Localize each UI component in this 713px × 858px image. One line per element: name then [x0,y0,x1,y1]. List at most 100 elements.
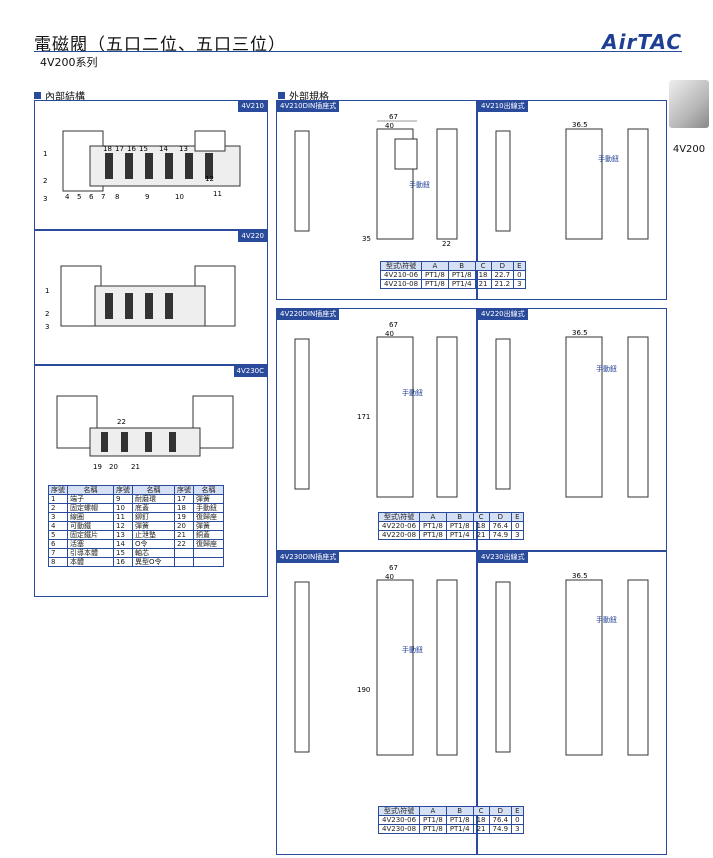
svg-text:10: 10 [175,193,184,201]
spec-table-cell: PT1/8 [447,270,476,280]
parts-table-cell: 20 [174,521,194,531]
manual-label: 手動鈕 [402,645,423,654]
spec-header-cell: D [488,512,513,522]
svg-text:21: 21 [131,463,140,471]
parts-table-cell: 4 [48,521,68,531]
spec-table-cell: 0 [511,521,524,531]
parts-table-cell: 10 [113,503,133,513]
drawing-4v220-din: 67 40 手動鈕 171 [294,321,458,498]
panel-4v220-wire: 4V220出線式 36.5 手動鈕 [477,308,667,551]
panel-title: 4V230DIN插座式 [277,552,340,563]
parts-table-cell [174,548,194,558]
parts-table-header-row: 序號 名稱 序號 名稱 序號 名稱 [48,485,224,495]
spec-table-cell: PT1/8 [419,815,447,825]
parts-table-cell [174,557,194,567]
svg-text:3: 3 [43,195,47,203]
spec-table-cell: 0 [511,815,524,825]
parts-table-cell: 止泄墊 [132,530,175,540]
parts-table-cell: O令 [132,539,175,549]
spec-header-cell: 型式\符號 [377,512,421,522]
parts-table-cell: 固定螺帽 [67,503,114,513]
parts-header-cell: 名稱 [132,485,175,495]
spec-table-cell: 4V220-06 [377,521,421,531]
svg-text:12: 12 [205,175,214,183]
dim-67: 67 [389,321,398,329]
parts-table-cell: 18 [174,503,194,513]
svg-text:2: 2 [45,310,49,318]
spec-header-cell: C [472,806,490,816]
parts-table-cell: 5 [48,530,68,540]
spec-header-cell: A [419,512,447,522]
parts-table-cell: 鉚釘 [132,512,175,522]
internal-4v220-drawing: 123 [45,265,236,331]
panel-4v220-din: 4V220DIN插座式 67 40 手動鈕 171 [276,308,477,551]
spec-header-cell: 型式\符號 [379,261,423,271]
internal-section-label: 內部結構 [45,92,85,103]
parts-table-cell: 21 [174,530,194,540]
spec-header-cell: D [488,806,513,816]
svg-text:13: 13 [179,145,188,153]
spec-table-cell: PT1/8 [421,279,449,289]
parts-table-cell: 8 [48,557,68,567]
spec-header-cell: 型式\符號 [377,806,421,816]
panel-title: 4V220出線式 [478,309,528,320]
drawing-4v230-din: 67 40 手動鈕 190 [294,564,458,756]
spec-header-cell: A [421,261,449,271]
svg-text:1: 1 [45,287,49,295]
parts-header-cell: 序號 [48,485,68,495]
panel-4v230-din: 4V230DIN插座式 67 40 手動鈕 190 [276,551,477,855]
manual-label: 手動鈕 [596,615,617,624]
spec-table-cell: 76.4 [488,815,513,825]
dim-35: 35 [362,235,371,243]
svg-text:17: 17 [115,145,124,153]
tag-4v220: 4V220 [238,231,267,242]
spec-table-cell: PT1/8 [445,521,474,531]
svg-text:7: 7 [101,193,105,201]
manual-label: 手動鈕 [409,180,430,189]
header-rule [34,51,682,52]
parts-table-cell: 9 [113,494,133,504]
spec-table-cell: 21 [472,824,490,834]
spec-header-cell: E [511,512,524,522]
parts-table-cell: 本體 [67,557,114,567]
spec-header-cell: B [445,806,474,816]
parts-table-cell: 手動鈕 [193,503,224,513]
parts-table-cell: 端子 [67,494,114,504]
parts-table-cell: 3 [48,512,68,522]
spec-table-cell: 21.2 [490,279,515,289]
parts-table-cell [193,548,224,558]
model-label: 4V200 [672,144,706,155]
svg-text:8: 8 [115,193,119,201]
parts-header-cell: 名稱 [193,485,224,495]
tag-4v230c: 4V230C [233,366,267,377]
spec-table-cell: 4V210-08 [379,279,423,289]
panel-title: 4V230出線式 [478,552,528,563]
parts-table-cell: 異型O令 [132,557,175,567]
external-section-heading: 外部規格 [278,88,329,103]
spec-table-cell: PT1/4 [445,824,474,834]
dim-40: 40 [385,122,394,130]
manual-label: 手動鈕 [402,388,423,397]
parts-table-cell: 彈簧 [132,521,175,531]
panel-4v210-din: 4V210DIN插座式 67 40 手動鈕 35 22 [276,100,477,300]
dim-36-5: 36.5 [572,572,588,580]
dim-40: 40 [385,330,394,338]
dim-67: 67 [389,113,398,121]
spec-header-cell: D [490,261,515,271]
spec-table-cell: 3 [511,530,524,540]
tag-4v210: 4V210 [238,101,267,112]
spec-table-cell: 4V230-06 [377,815,421,825]
spec-table-cell: 4V210-06 [379,270,423,280]
panel-title: 4V210出線式 [478,101,528,112]
spec-table-cell: PT1/8 [421,270,449,280]
